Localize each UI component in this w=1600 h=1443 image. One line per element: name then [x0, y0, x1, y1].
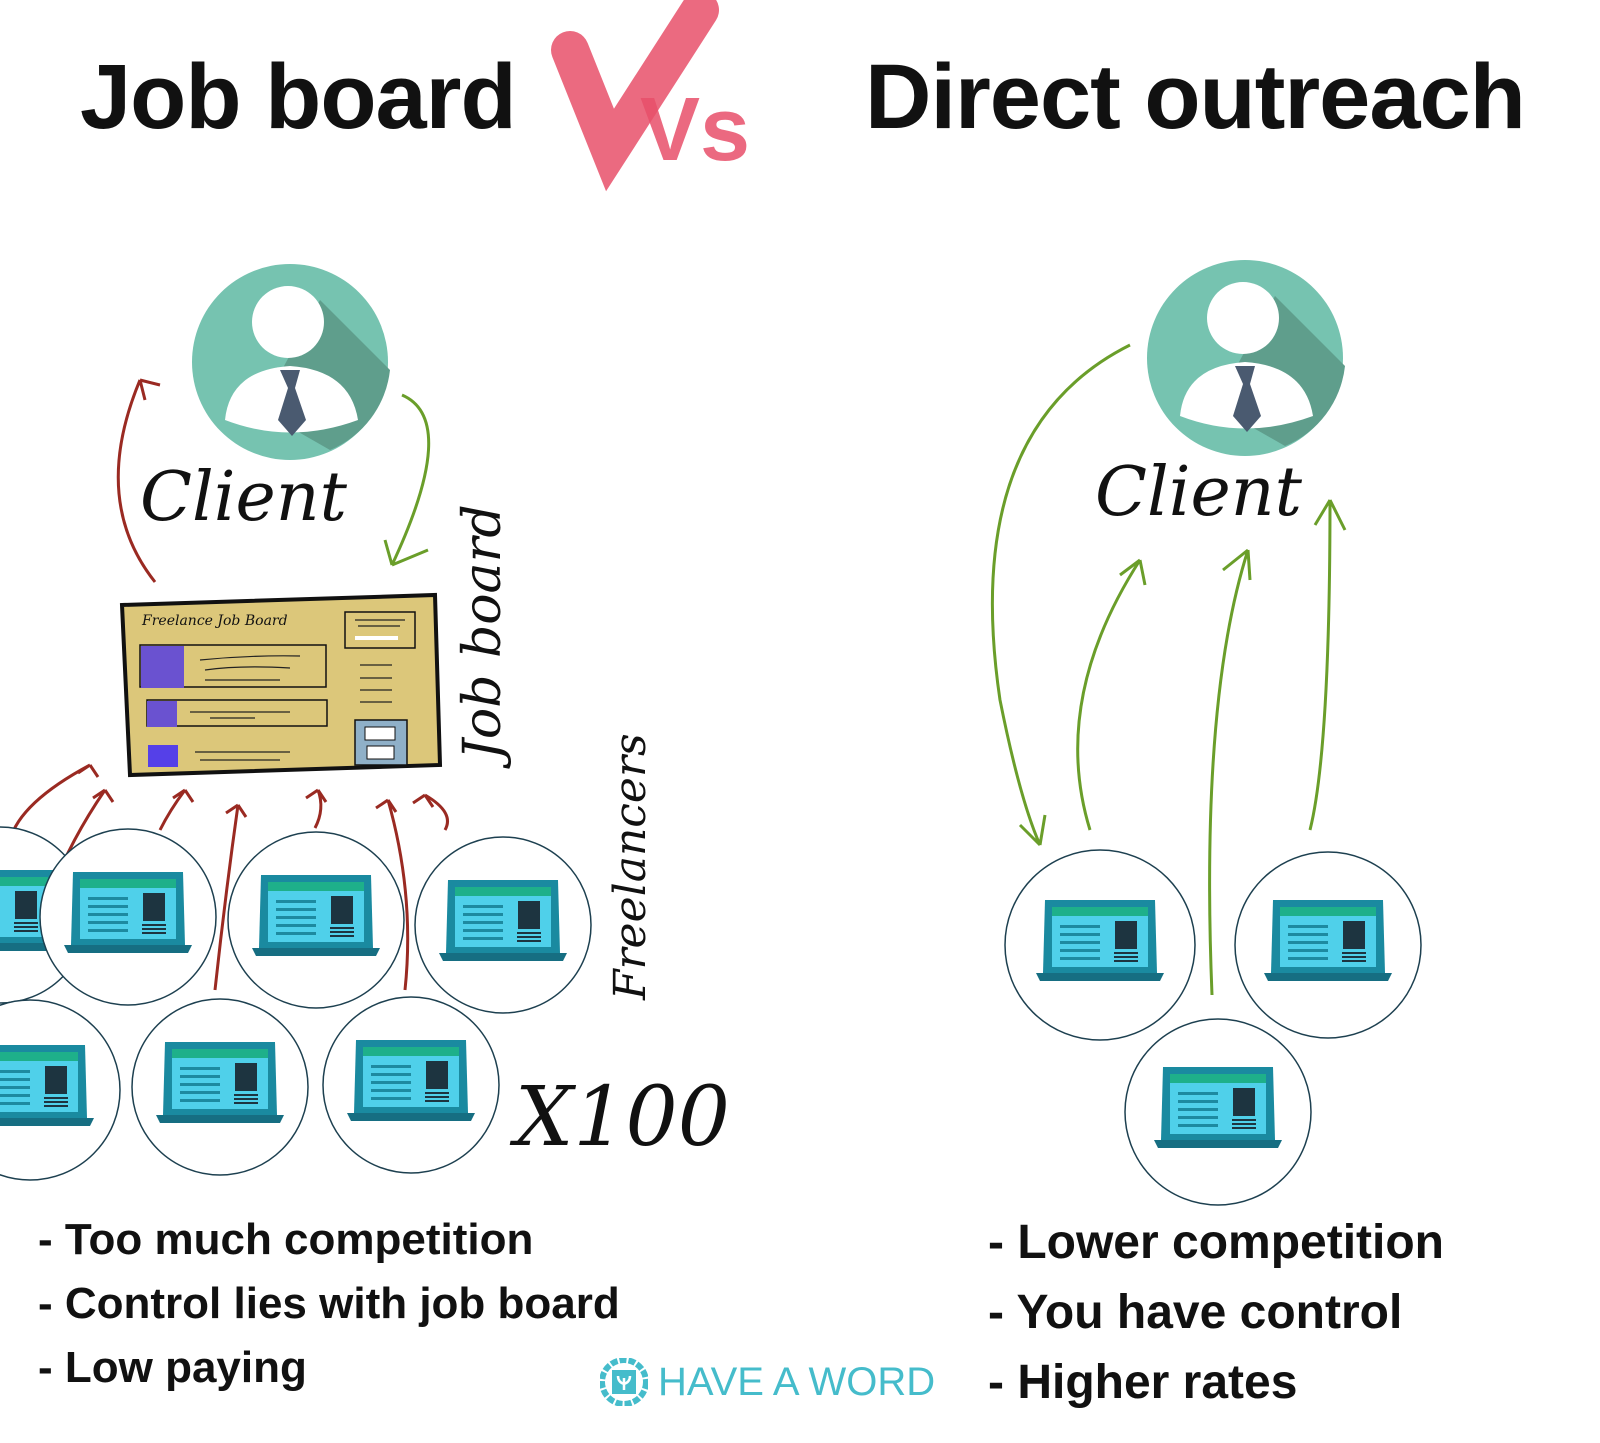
- vs-label: Vs: [640, 80, 750, 180]
- freelancer-laptop-icon: [1004, 849, 1196, 1041]
- left-bullet: - Too much competition: [38, 1215, 534, 1264]
- left-client-label: Client: [140, 458, 348, 537]
- job-board-label: Job board: [453, 504, 513, 769]
- red-arrow: [412, 793, 449, 831]
- red-arrow-to-client: [116, 378, 161, 583]
- freelancer-laptop-icon: [414, 836, 592, 1014]
- right-title: Direct outreach: [865, 46, 1526, 148]
- green-arrow: [1076, 558, 1147, 831]
- freelancer-laptop-icon: [131, 998, 309, 1176]
- green-arrow-to-board: [383, 393, 431, 567]
- red-arrow: [8, 763, 100, 841]
- green-arrows-to-client: [990, 343, 1347, 996]
- board-heading: Freelance Job Board: [141, 613, 288, 629]
- job-board-card: Freelance Job Board: [119, 592, 443, 778]
- left-bullets: - Too much competition - Control lies wi…: [38, 1208, 620, 1400]
- right-client-icon: [1147, 260, 1345, 456]
- logo-icon: [600, 1358, 648, 1406]
- multiplier-label: X100: [509, 1070, 730, 1165]
- freelancer-laptop-icon: [1124, 1018, 1312, 1206]
- green-arrow: [990, 343, 1131, 847]
- freelancer-laptop-icon: [227, 831, 405, 1009]
- vs-mark: Vs: [551, 0, 750, 192]
- freelancers-label: Freelancers: [605, 733, 656, 1001]
- left-client-icon: [192, 264, 390, 460]
- logo-text: HAVE A WORD: [658, 1359, 936, 1404]
- red-arrow: [305, 788, 328, 829]
- have-a-word-logo: HAVE A WORD: [600, 1358, 935, 1406]
- green-arrow: [1308, 499, 1347, 831]
- right-bullets: - Lower competition - You have control -…: [988, 1208, 1444, 1418]
- freelancer-laptop-icon: [0, 999, 121, 1181]
- left-bullet: - Low paying: [38, 1343, 307, 1392]
- left-bullet: - Control lies with job board: [38, 1279, 620, 1328]
- red-arrow: [375, 798, 410, 991]
- right-client-label: Client: [1095, 453, 1303, 532]
- red-arrow: [158, 788, 195, 831]
- freelancer-laptop-icon: [322, 996, 500, 1174]
- right-bullet: - Higher rates: [988, 1356, 1298, 1409]
- freelancer-laptop-icon: [39, 828, 217, 1006]
- left-title: Job board: [80, 46, 517, 148]
- freelancer-laptop-icon: [1234, 851, 1422, 1039]
- right-bullet: - Lower competition: [988, 1216, 1444, 1269]
- red-arrow: [213, 803, 248, 991]
- green-arrow: [1208, 548, 1252, 996]
- right-bullet: - You have control: [988, 1286, 1403, 1339]
